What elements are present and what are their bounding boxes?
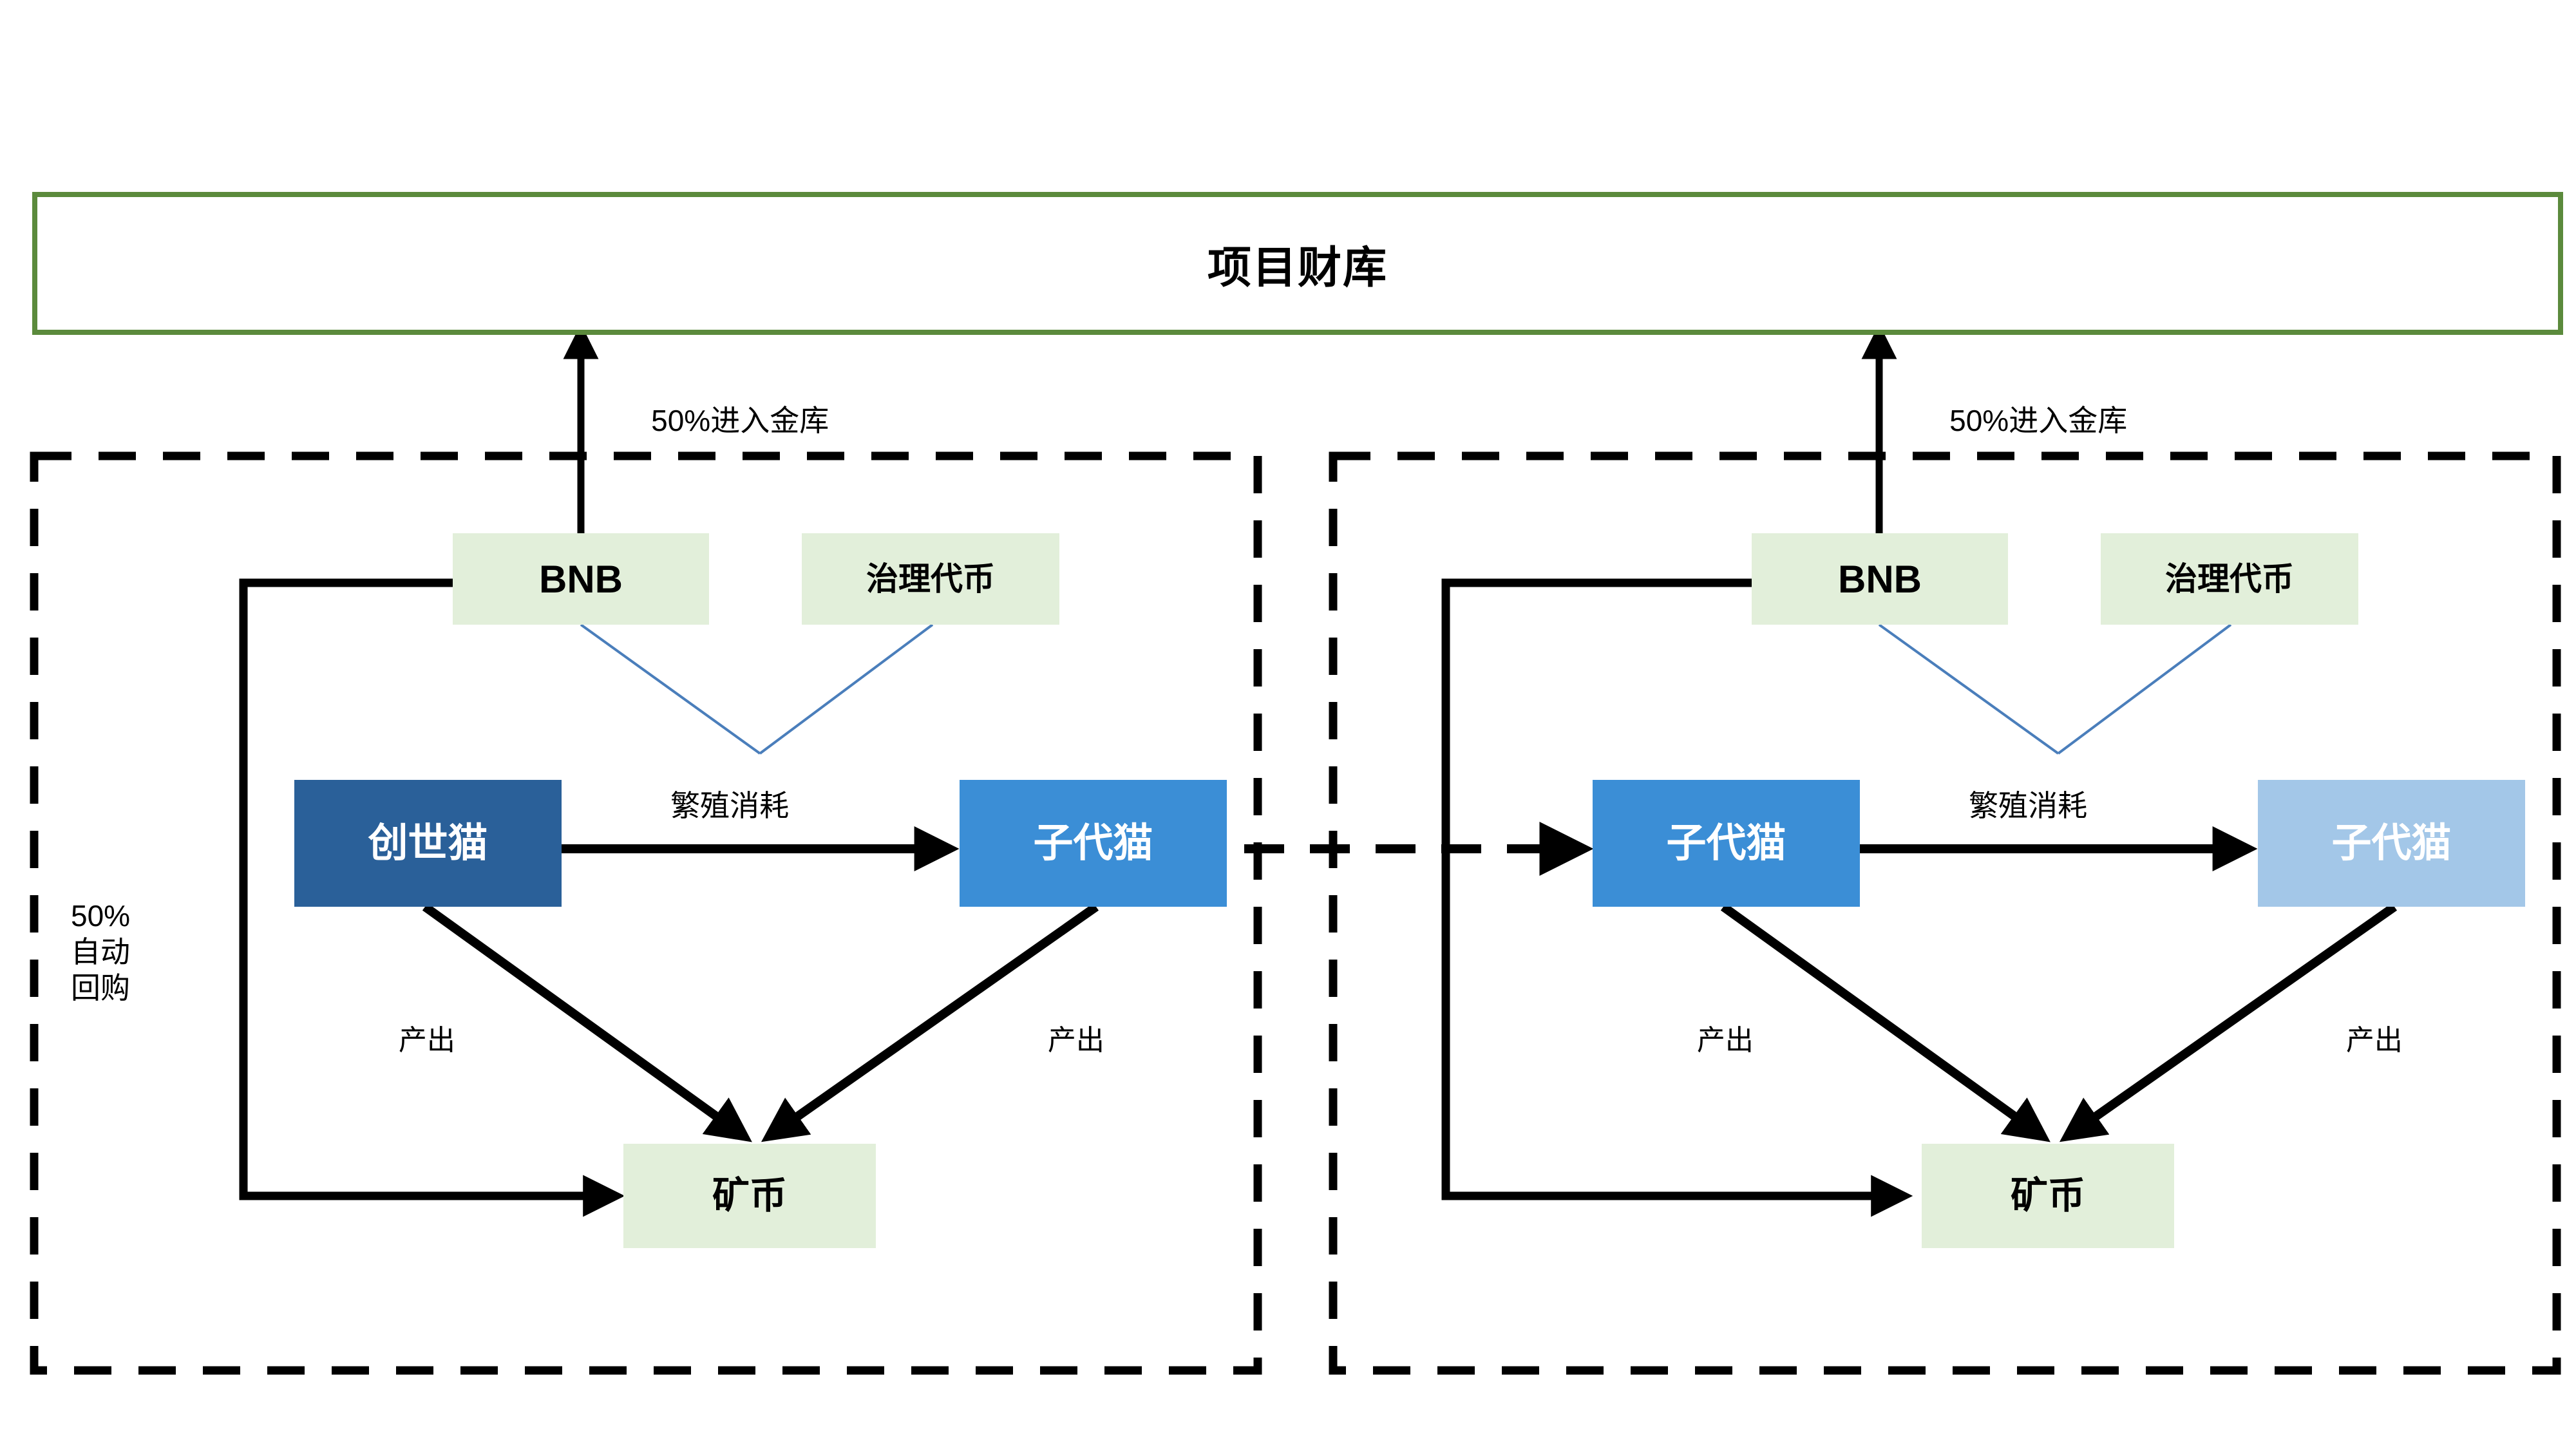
gen1-child-cat-label: 子代猫 bbox=[1033, 820, 1153, 866]
gen1-bnb-node[interactable]: BNB bbox=[453, 533, 709, 625]
gen2-breed-cost-label: 繁殖消耗 bbox=[1936, 753, 2087, 858]
treasury-title: 项目财库 bbox=[1207, 243, 1388, 292]
connector-bnb-breed-right bbox=[1878, 623, 2060, 755]
connector-token-breed-right bbox=[2057, 623, 2232, 755]
gen2-output-right-label: 产出 bbox=[2315, 990, 2403, 1091]
gen1-genesis-cat-node[interactable]: 创世猫 bbox=[294, 780, 562, 907]
gen1-output-right-label: 产出 bbox=[1016, 990, 1104, 1091]
gen2-output-right-text: 产出 bbox=[2345, 1024, 2403, 1056]
gen1-breed-cost-text: 繁殖消耗 bbox=[670, 789, 790, 823]
gen1-buyback-text: 50% 自动 回购 bbox=[71, 899, 131, 1005]
gen2-to-treasury-text: 50%进入金库 bbox=[1949, 404, 2128, 438]
gen2-coin-label: 矿币 bbox=[2010, 1174, 2085, 1217]
connector-bnb-breed-left bbox=[580, 623, 761, 755]
gen1-to-treasury-text: 50%进入金库 bbox=[651, 404, 829, 438]
gen2-to-treasury-label: 50%进入金库 bbox=[1917, 368, 2127, 473]
gen1-to-treasury-label: 50%进入金库 bbox=[618, 368, 829, 473]
gen1-bnb-label: BNB bbox=[539, 557, 623, 601]
gen2-output-left-text: 产出 bbox=[1696, 1024, 1754, 1056]
gen1-output-left-text: 产出 bbox=[398, 1024, 455, 1056]
gen2-bnb-node[interactable]: BNB bbox=[1752, 533, 2008, 625]
gen2-coin-node[interactable]: 矿币 bbox=[1922, 1144, 2174, 1248]
gen1-genesis-cat-label: 创世猫 bbox=[368, 820, 488, 866]
gen2-breed-cost-text: 繁殖消耗 bbox=[1969, 789, 2088, 823]
gen2-governance-token-node[interactable]: 治理代币 bbox=[2101, 533, 2358, 625]
connector-token-breed-left bbox=[759, 623, 934, 755]
gen1-breed-cost-label: 繁殖消耗 bbox=[638, 753, 789, 858]
gen1-output-left-label: 产出 bbox=[367, 990, 455, 1091]
gen2-parent-cat-node[interactable]: 子代猫 bbox=[1593, 780, 1860, 907]
gen2-output-left-label: 产出 bbox=[1665, 990, 1754, 1091]
gen1-governance-token-node[interactable]: 治理代币 bbox=[802, 533, 1059, 625]
gen2-parent-cat-label: 子代猫 bbox=[1666, 820, 1786, 866]
project-treasury-box[interactable]: 项目财库 bbox=[32, 192, 2563, 335]
gen1-child-cat-node[interactable]: 子代猫 bbox=[960, 780, 1227, 907]
gen2-bnb-label: BNB bbox=[1838, 557, 1922, 601]
gen1-output-right-text: 产出 bbox=[1047, 1024, 1104, 1056]
gen1-buyback-label: 50% 自动 回购 bbox=[71, 862, 130, 1006]
gen2-child-cat-node[interactable]: 子代猫 bbox=[2258, 780, 2525, 907]
gen1-coin-node[interactable]: 矿币 bbox=[623, 1144, 876, 1248]
gen2-child-cat-label: 子代猫 bbox=[2331, 820, 2452, 866]
edge-parent-to-coin-right bbox=[1720, 903, 2050, 1142]
gen2-governance-token-label: 治理代币 bbox=[2165, 560, 2294, 597]
gen1-coin-label: 矿币 bbox=[712, 1174, 787, 1217]
edge-parent-to-coin-left bbox=[422, 903, 752, 1142]
gen1-governance-token-label: 治理代币 bbox=[866, 560, 995, 597]
